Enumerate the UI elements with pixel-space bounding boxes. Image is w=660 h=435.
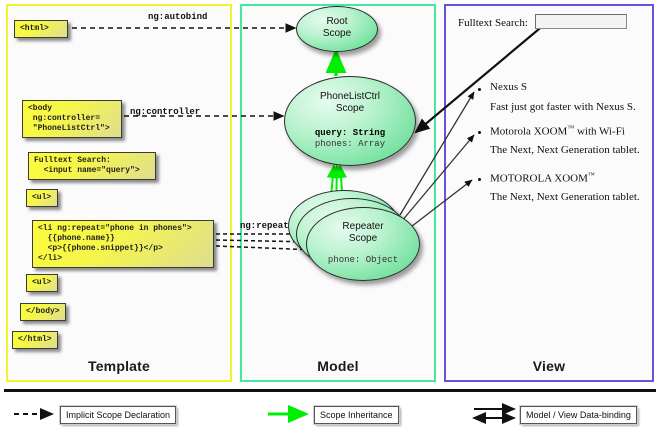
panel-template-label: Template — [87, 358, 151, 374]
view-item-name-2-text: Motorola XOOM — [490, 125, 568, 138]
scope-phonelistctrl-title-2: Scope — [335, 103, 365, 114]
legend-model-view-data-binding: Model / View Data-binding — [519, 405, 638, 425]
scope-phonelistctrl: PhoneListCtrl Scope query: String phones… — [284, 76, 416, 166]
trademark-icon-3: ™ — [587, 171, 595, 179]
view-bullet-2 — [478, 131, 481, 134]
view-item-name-3: MOTOROLA XOOM™ — [490, 171, 595, 185]
scope-repeater: Repeater Scope phone: Object — [306, 207, 420, 281]
legend-scope-inheritance: Scope Inheritance — [313, 405, 400, 425]
code-box-ul-close: <ul> — [26, 274, 58, 292]
scope-repeater-prop-phone: phone: Object — [327, 255, 399, 265]
code-box-fulltext-search: Fulltext Search: <input name="query"> — [28, 152, 156, 180]
legend-divider — [4, 389, 656, 392]
view-bullet-3 — [478, 178, 481, 181]
scope-phonelistctrl-prop-phones: phones: Array — [314, 139, 386, 149]
panel-model-label: Model — [317, 358, 359, 374]
legend-implicit-scope-declaration: Implicit Scope Declaration — [58, 405, 178, 425]
scope-root: Root Scope — [296, 6, 378, 52]
edge-label-ng-autobind: ng:autobind — [148, 12, 208, 22]
code-box-ul-open: <ul> — [26, 189, 58, 207]
scope-root-title-1: Root — [326, 16, 348, 27]
code-box-li-repeat: <li ng:repeat="phone in phones"> {{phone… — [32, 220, 214, 268]
view-item-snippet-2: The Next, Next Generation tablet. — [490, 144, 640, 156]
view-search-input[interactable] — [535, 14, 627, 29]
view-item-snippet-3: The Next, Next Generation tablet. — [490, 191, 640, 203]
panel-view-label: View — [532, 358, 566, 374]
view-bullet-1 — [478, 88, 481, 91]
view-item-name-3-text: MOTOROLA XOOM — [490, 172, 588, 185]
code-box-html-open: <html> — [14, 20, 68, 38]
code-box-html-close: </html> — [12, 331, 58, 349]
code-box-body-controller: <body ng:controller= "PhoneListCtrl"> — [22, 100, 122, 138]
edge-label-ng-controller: ng:controller — [130, 107, 201, 117]
view-item-snippet-1: Fast just got faster with Nexus S. — [490, 101, 636, 113]
edge-label-ng-repeat: ng:repeat — [240, 221, 289, 231]
scope-phonelistctrl-title-1: PhoneListCtrl — [319, 91, 381, 102]
scope-repeater-title-2: Scope — [348, 233, 378, 244]
code-box-body-close: </body> — [20, 303, 66, 321]
trademark-icon-2: ™ — [567, 124, 575, 132]
view-item-name-2: Motorola XOOM™ with Wi-Fi — [490, 124, 625, 138]
view-item-name-2-suffix: with Wi-Fi — [574, 125, 625, 138]
view-item-name-1: Nexus S — [490, 81, 527, 93]
scope-phonelistctrl-prop-query: query: String — [314, 128, 386, 138]
scope-repeater-title-1: Repeater — [342, 221, 384, 232]
scope-root-title-2: Scope — [322, 28, 352, 39]
view-search-label: Fulltext Search: — [458, 17, 528, 29]
